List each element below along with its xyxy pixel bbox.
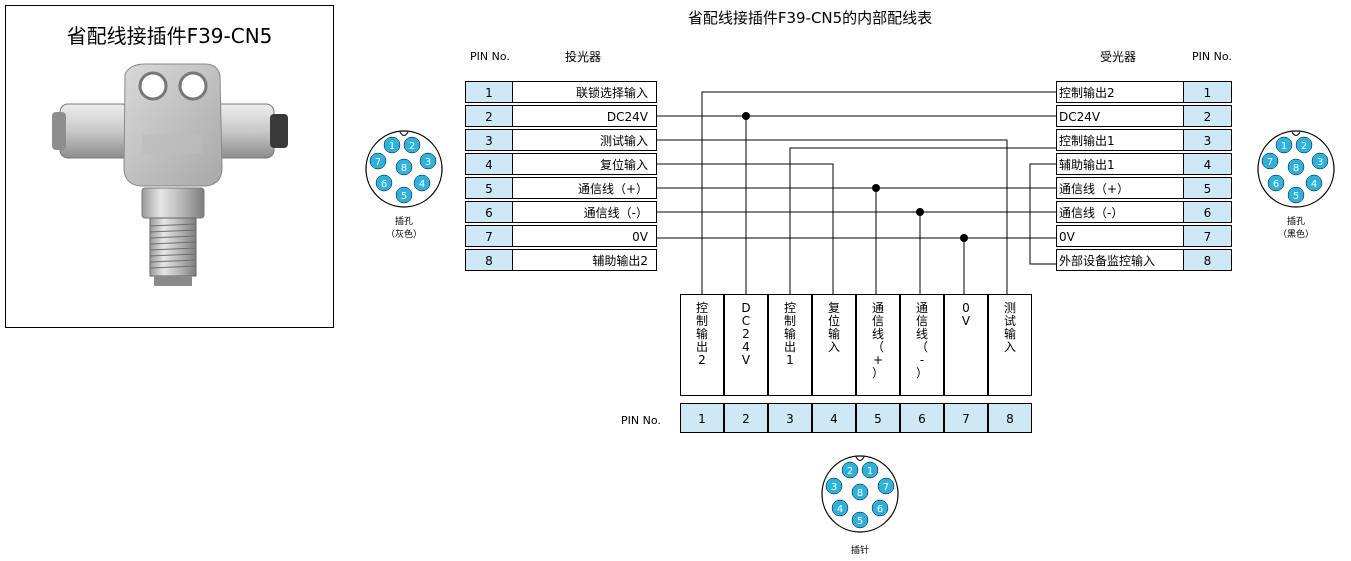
receiver-pin-5: 5 — [1183, 177, 1232, 199]
junction-0v — [960, 234, 968, 242]
bottom-pin-diagram: 1 2 3 4 5 6 7 8 — [821, 455, 899, 533]
svg-text:4: 4 — [1311, 179, 1317, 190]
receiver-pin-header: PIN No. — [1192, 50, 1232, 63]
emitter-label-4: 复位输入 — [512, 153, 657, 175]
svg-text:4: 4 — [419, 179, 425, 190]
connector-photo — [52, 63, 288, 286]
svg-text:1: 1 — [389, 141, 395, 152]
emitter-pin-header: PIN No. — [470, 50, 510, 63]
product-title: 省配线接插件F39-CN5 — [66, 24, 273, 48]
svg-text:6: 6 — [381, 179, 387, 190]
bottom-col-label-8: 测 试 输 入 — [988, 294, 1032, 396]
bottom-pin-1: 1 — [680, 403, 724, 433]
receiver-pin-6: 6 — [1183, 201, 1232, 223]
wire-reset-input — [657, 163, 834, 294]
svg-text:5: 5 — [857, 516, 863, 527]
bottom-pin-4: 4 — [812, 403, 856, 433]
wire-aux-loop — [1029, 163, 1056, 265]
junction-dc24v — [742, 112, 750, 120]
bottom-pin-7: 7 — [944, 403, 988, 433]
diagram-title: 省配线接插件F39-CN5的内部配线表 — [687, 9, 933, 27]
svg-text:8: 8 — [401, 163, 407, 174]
svg-text:1: 1 — [867, 466, 873, 477]
bottom-pin-2: 2 — [724, 403, 768, 433]
emitter-label-1: 联锁选择输入 — [512, 81, 657, 103]
product-panel: 省配线接插件F39-CN5 — [5, 5, 334, 328]
emitter-header: 投光器 — [565, 50, 602, 64]
emitter-label-7: 0V — [512, 225, 657, 247]
svg-text:2: 2 — [847, 466, 853, 477]
svg-text:5: 5 — [401, 191, 407, 202]
bottom-col-label-6: 通 信 线 （ - ） — [900, 294, 944, 396]
bottom-col-label-5: 通 信 线 （ + ） — [856, 294, 900, 396]
svg-text:3: 3 — [1317, 157, 1323, 168]
right-socket-diagram: 1 2 3 4 5 6 7 8 — [1257, 130, 1335, 208]
bottom-pin-8: 8 — [988, 403, 1032, 433]
emitter-label-5: 通信线（+） — [512, 177, 657, 199]
receiver-pin-4: 4 — [1183, 153, 1232, 175]
bottom-col-label-7: 0 V — [944, 294, 988, 396]
svg-text:7: 7 — [883, 482, 889, 493]
wire-control-output-2 — [701, 91, 1056, 294]
svg-text:5: 5 — [1293, 191, 1299, 202]
emitter-pin-4: 4 — [465, 153, 513, 175]
junction-comm-plus — [872, 184, 880, 192]
bottom-pin-3: 3 — [768, 403, 812, 433]
bottom-col-label-2: D C 2 4 V — [724, 294, 768, 396]
svg-text:4: 4 — [837, 504, 843, 515]
svg-text:1: 1 — [1281, 141, 1287, 152]
bottom-pin-caption: 插针 — [850, 546, 869, 556]
emitter-label-2: DC24V — [512, 105, 657, 127]
right-socket-caption: 插孔 （黑色） — [1277, 217, 1314, 240]
svg-text:8: 8 — [857, 488, 863, 499]
receiver-header: 受光器 — [1100, 50, 1137, 64]
emitter-label-8: 辅助输出2 — [512, 249, 657, 271]
svg-text:2: 2 — [409, 141, 415, 152]
wire-test-input — [657, 139, 1008, 294]
receiver-pin-2: 2 — [1183, 105, 1232, 127]
bottom-pin-header: PIN No. — [621, 414, 661, 427]
svg-text:7: 7 — [375, 157, 381, 168]
svg-text:7: 7 — [1267, 157, 1273, 168]
svg-text:2: 2 — [1301, 141, 1307, 152]
receiver-pin-1: 1 — [1183, 81, 1232, 103]
left-socket-caption: 插孔 （灰色） — [385, 217, 422, 240]
bottom-col-label-4: 复 位 输 入 — [812, 294, 856, 396]
svg-text:3: 3 — [831, 482, 837, 493]
svg-text:3: 3 — [425, 157, 431, 168]
bottom-pin-6: 6 — [900, 403, 944, 433]
receiver-pin-3: 3 — [1183, 129, 1232, 151]
svg-text:8: 8 — [1293, 163, 1299, 174]
svg-text:6: 6 — [877, 504, 883, 515]
emitter-label-6: 通信线（-） — [512, 201, 657, 223]
bottom-pin-5: 5 — [856, 403, 900, 433]
junction-comm-minus — [916, 208, 924, 216]
bottom-col-label-3: 控 制 输 出 1 — [768, 294, 812, 396]
left-socket-diagram: 1 2 3 4 5 6 7 8 — [365, 130, 443, 208]
bottom-col-label-1: 控 制 输 出 2 — [680, 294, 724, 396]
receiver-pin-7: 7 — [1183, 225, 1232, 247]
receiver-pin-8: 8 — [1183, 249, 1232, 271]
wire-control-output-1 — [789, 147, 1056, 294]
emitter-label-3: 测试输入 — [512, 129, 657, 151]
svg-text:6: 6 — [1273, 179, 1279, 190]
